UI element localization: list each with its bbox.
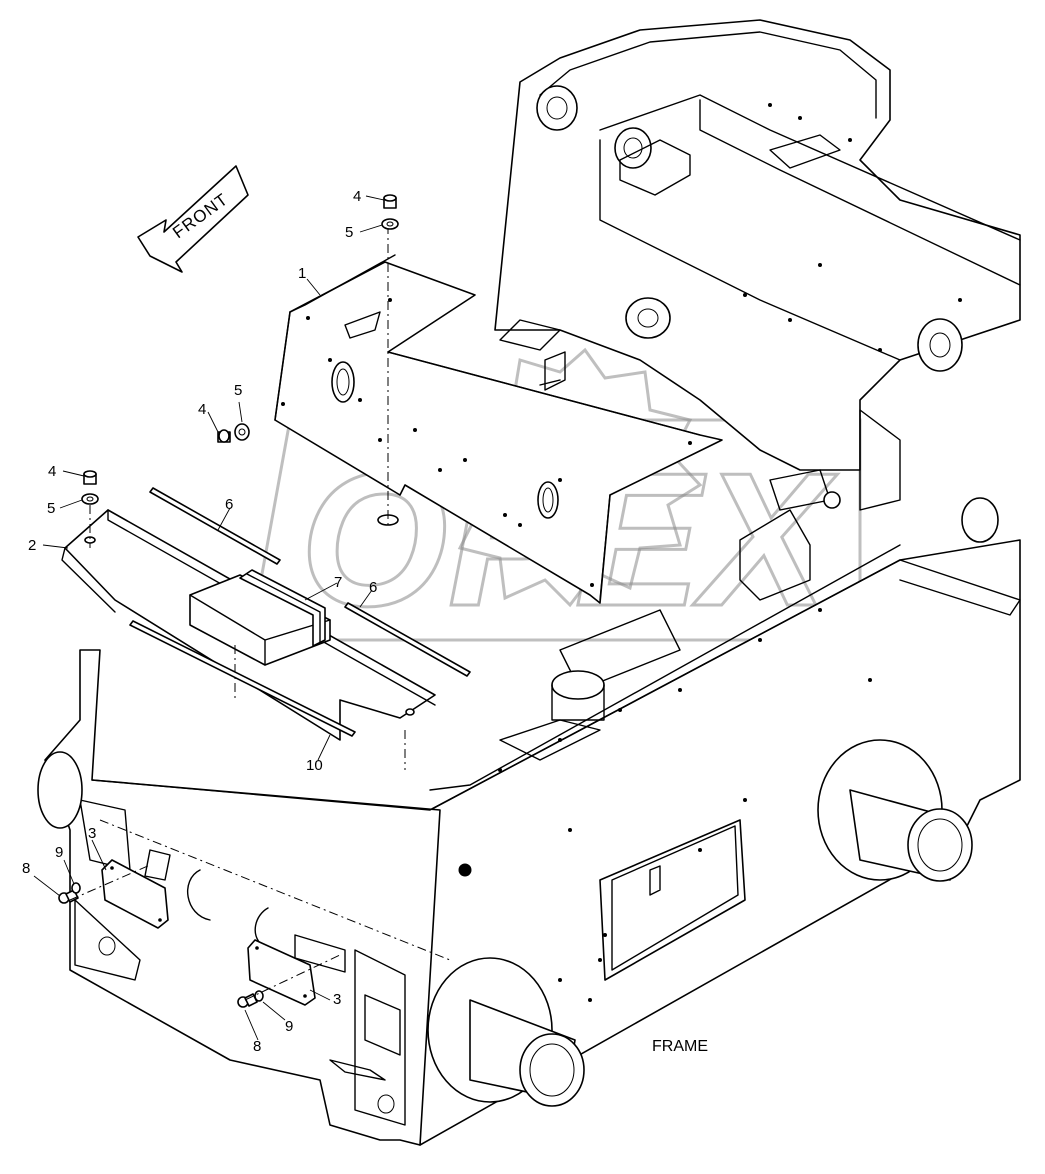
front-direction-arrow: FRONT (137, 165, 249, 273)
fastener-4-left (217, 429, 231, 443)
main-frame (37, 409, 1021, 1146)
callout-1: 1 (298, 265, 306, 282)
callout-numbers: 4 5 1 5 4 4 5 2 6 7 6 10 3 9 8 3 9 8 (22, 188, 377, 1055)
rear-tower (494, 19, 1021, 543)
callout-10: 10 (306, 757, 323, 774)
part-2-lower-cover (61, 505, 436, 770)
frame-label: FRAME (652, 1038, 708, 1055)
callout-8-right: 8 (253, 1038, 261, 1055)
part-3-cover-left (101, 859, 169, 929)
part-6-strips (149, 487, 471, 677)
fastener-4-top (383, 194, 397, 209)
callout-3-left: 3 (88, 825, 96, 842)
callout-6-lower: 6 (369, 579, 377, 596)
callout-4-top: 4 (353, 188, 361, 205)
callout-6-upper: 6 (225, 496, 233, 513)
part-1-cover (274, 254, 723, 604)
callout-5-lower: 5 (47, 500, 55, 517)
fastener-4-lower (83, 470, 97, 485)
washer-5-left (234, 423, 250, 441)
part-10-strip (129, 620, 356, 737)
callout-7: 7 (334, 574, 342, 591)
part-3-right-centerline (244, 954, 341, 1001)
callout-8-left: 8 (22, 860, 30, 877)
part-3-cover-right (247, 939, 316, 1006)
part-3-left-centerline (69, 864, 151, 901)
fastener-8-left (58, 889, 79, 904)
washer-5-lower (81, 493, 99, 505)
washer-5-top (381, 218, 399, 230)
washer-9-right (254, 990, 264, 1002)
part-7-bracket (239, 569, 326, 647)
callout-9-left: 9 (55, 844, 63, 861)
callout-5-left: 5 (234, 382, 242, 399)
leader-lines (33, 195, 385, 1041)
callout-5-top: 5 (345, 224, 353, 241)
callout-9-right: 9 (285, 1018, 293, 1035)
callout-2: 2 (28, 537, 36, 554)
callout-4-lower: 4 (48, 463, 56, 480)
callout-3-right: 3 (333, 991, 341, 1008)
washer-9-left (71, 882, 81, 894)
callout-4-left: 4 (198, 401, 206, 418)
